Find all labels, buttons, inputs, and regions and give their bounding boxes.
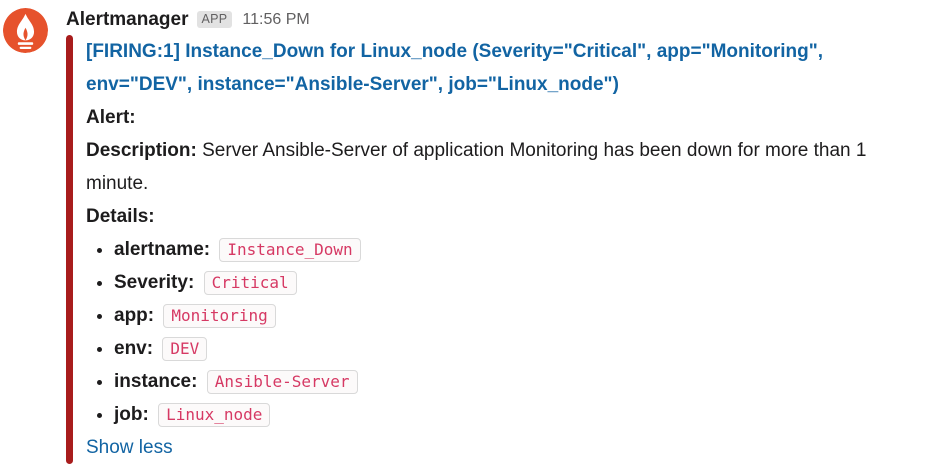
detail-value-code: Ansible-Server (206, 370, 358, 394)
detail-label: alertname: (114, 239, 211, 260)
details-list: alertname: Instance_Down Severity: Criti… (86, 233, 906, 431)
detail-item-instance: instance: Ansible-Server (114, 365, 906, 398)
alertmanager-avatar[interactable] (3, 8, 48, 53)
detail-item-app: app: Monitoring (114, 299, 906, 332)
detail-value-code: DEV (162, 337, 208, 361)
alert-line: Alert: (86, 101, 906, 134)
detail-label: instance: (114, 371, 198, 392)
description-text: Server Ansible-Server of application Mon… (86, 140, 867, 194)
show-less-link[interactable]: Show less (86, 437, 173, 458)
detail-label: env: (114, 338, 154, 359)
detail-item-job: job: Linux_node (114, 398, 906, 431)
detail-value-code: Monitoring (163, 304, 276, 328)
description-label: Description: (86, 140, 197, 161)
detail-value-code: Instance_Down (219, 238, 361, 262)
attachment-color-bar (66, 35, 73, 464)
app-badge: APP (196, 11, 233, 28)
message-timestamp[interactable]: 11:56 PM (242, 10, 310, 28)
alert-label: Alert: (86, 107, 136, 128)
message-content: Alertmanager APP 11:56 PM [FIRING:1] Ins… (66, 8, 946, 464)
attachment-body: [FIRING:1] Instance_Down for Linux_node … (86, 35, 906, 464)
description-line: Description: Server Ansible-Server of ap… (86, 134, 906, 200)
detail-item-alertname: alertname: Instance_Down (114, 233, 906, 266)
detail-label: job: (114, 404, 149, 425)
detail-value-code: Linux_node (158, 403, 271, 427)
detail-label: Severity: (114, 272, 195, 293)
prometheus-flame-icon (3, 8, 48, 53)
detail-item-severity: Severity: Critical (114, 266, 906, 299)
detail-label: app: (114, 305, 155, 326)
detail-item-env: env: DEV (114, 332, 906, 365)
detail-value-code: Critical (203, 271, 297, 295)
alert-attachment: [FIRING:1] Instance_Down for Linux_node … (66, 35, 946, 464)
details-line: Details: (86, 200, 906, 233)
sender-name[interactable]: Alertmanager (66, 8, 189, 30)
message-header: Alertmanager APP 11:56 PM (66, 8, 946, 31)
alert-title-link[interactable]: [FIRING:1] Instance_Down for Linux_node … (86, 41, 824, 95)
details-label: Details: (86, 206, 155, 227)
